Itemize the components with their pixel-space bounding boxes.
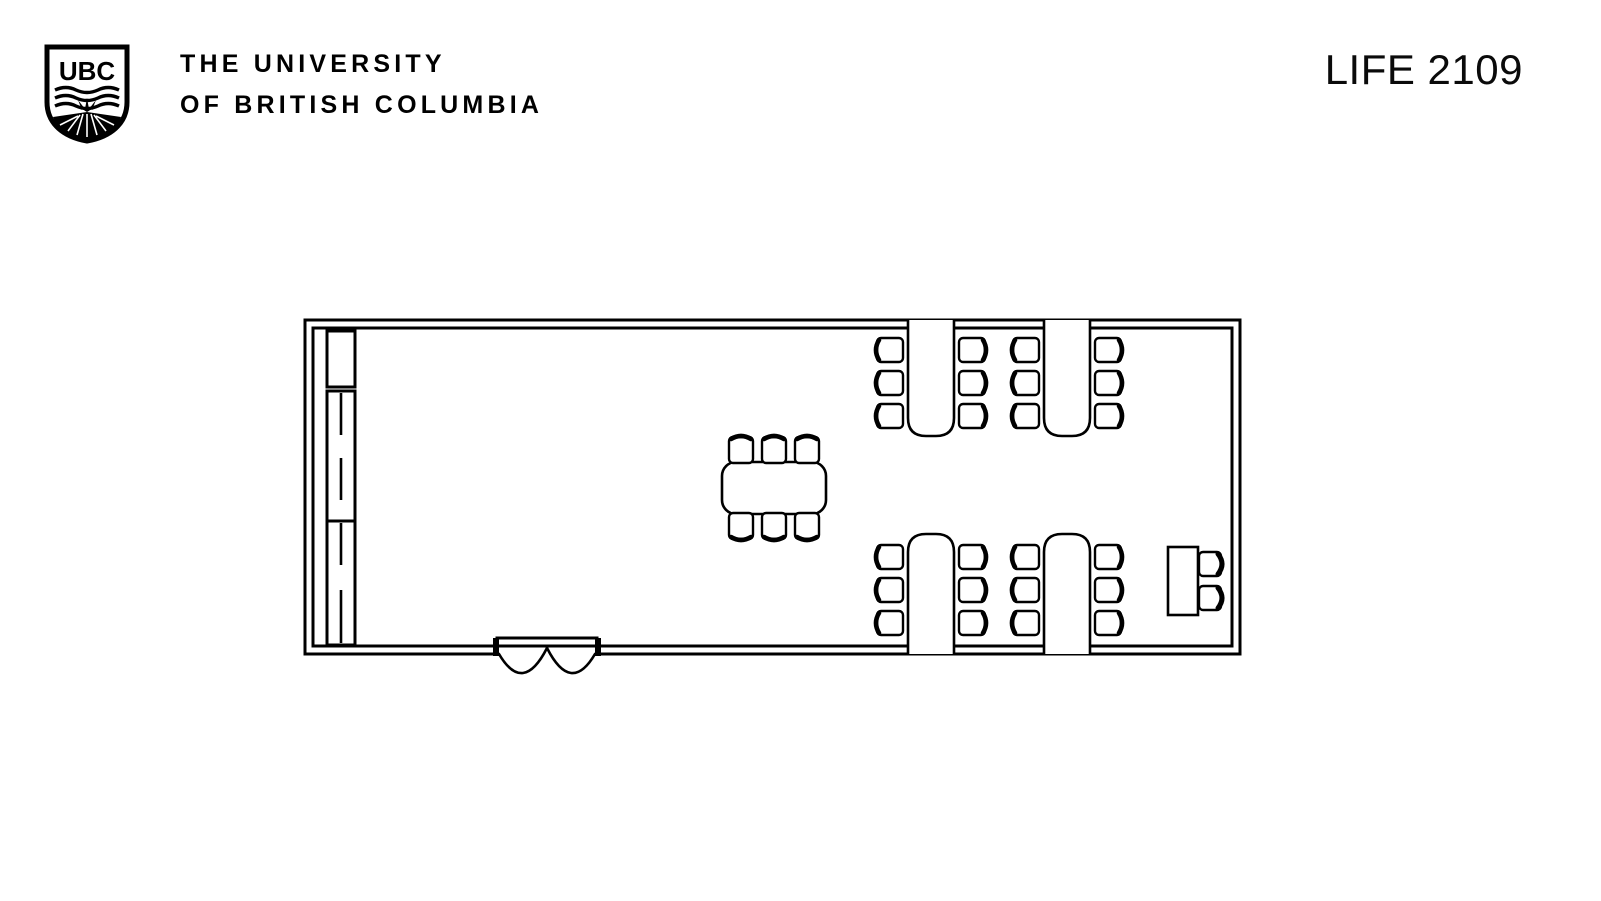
chair-group-bottom2-left — [1009, 543, 1041, 637]
chair-group-center-top — [727, 433, 821, 465]
chair-group-bottom2-right — [1093, 543, 1125, 637]
ubc-shield-icon: UBC — [44, 44, 130, 144]
wordmark-line-1: THE UNIVERSITY — [180, 50, 446, 78]
table-top-2 — [1042, 320, 1092, 438]
chair — [957, 609, 989, 637]
chair — [760, 433, 788, 465]
table-top-1 — [906, 320, 956, 438]
chair — [1009, 609, 1041, 637]
chair — [1093, 336, 1125, 364]
chair — [793, 511, 821, 543]
chair — [1093, 369, 1125, 397]
table-bottom-2 — [1042, 532, 1092, 654]
chair — [1009, 336, 1041, 364]
wordmark-line-2: OF BRITISH COLUMBIA — [180, 91, 544, 119]
chair-group-top2-right — [1093, 336, 1125, 430]
closet — [325, 329, 357, 389]
chair — [1197, 550, 1225, 578]
chair — [873, 336, 905, 364]
door-jamb-details — [493, 638, 601, 656]
table-bottom-1 — [906, 532, 956, 654]
door-leaf-left-arc — [497, 646, 549, 675]
chair-group-top1-left — [873, 336, 905, 430]
room-title: LIFE 2109 — [1324, 46, 1523, 93]
door-leaf-right-arc — [545, 646, 597, 675]
chair — [793, 433, 821, 465]
chair — [957, 576, 989, 604]
chair — [1009, 402, 1041, 430]
chair — [957, 402, 989, 430]
double-door — [497, 646, 597, 675]
chair — [1197, 584, 1225, 612]
svg-text:UBC: UBC — [59, 56, 116, 86]
table-center — [720, 460, 828, 516]
desk-right — [1166, 545, 1200, 617]
chair — [957, 369, 989, 397]
chair — [957, 336, 989, 364]
ubc-wordmark: THE UNIVERSITY OF BRITISH COLUMBIA — [180, 52, 543, 118]
chair — [1093, 576, 1125, 604]
chair-group-top1-right — [957, 336, 989, 430]
chair — [1009, 543, 1041, 571]
chair — [873, 543, 905, 571]
chair — [727, 511, 755, 543]
chair — [957, 543, 989, 571]
chair-group-desk-right — [1197, 550, 1225, 612]
chair — [1093, 543, 1125, 571]
chair-group-top2-left — [1009, 336, 1041, 430]
chair — [873, 576, 905, 604]
chair — [1093, 402, 1125, 430]
ubc-brand-block: UBC THE UN — [44, 44, 543, 144]
left-wall-features — [325, 329, 357, 647]
chair — [873, 369, 905, 397]
chair — [1093, 609, 1125, 637]
chair-group-bottom1-right — [957, 543, 989, 637]
chair — [727, 433, 755, 465]
chair-group-bottom1-left — [873, 543, 905, 637]
chair-group-center-bottom — [727, 511, 821, 543]
chair — [760, 511, 788, 543]
service-panel-lower — [325, 519, 357, 647]
chair — [1009, 369, 1041, 397]
page-header: UBC THE UN — [0, 0, 1601, 160]
chair — [873, 402, 905, 430]
chair — [873, 609, 905, 637]
chair — [1009, 576, 1041, 604]
